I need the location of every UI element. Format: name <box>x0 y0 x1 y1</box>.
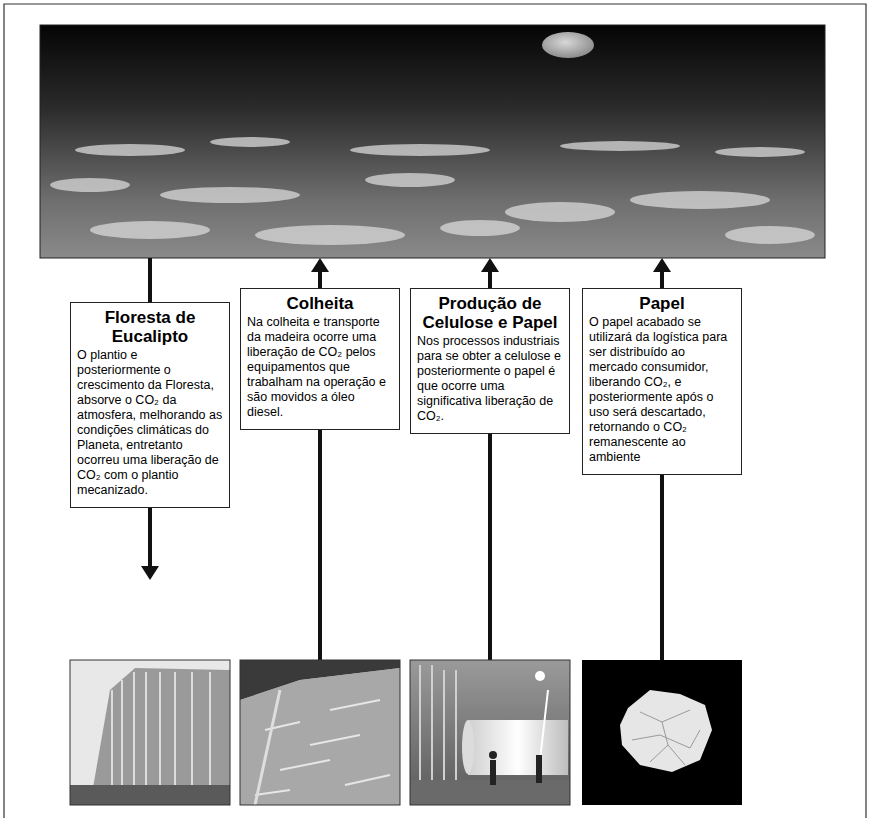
process-box: Floresta de EucaliptoO plantio e posteri… <box>70 302 230 508</box>
crumpled-paper-photo <box>582 660 742 805</box>
box-heading: Produção de Celulose e Papel <box>417 294 563 332</box>
box-heading: Colheita <box>247 294 393 313</box>
box-body: Nos processos industriais para se obter … <box>417 334 563 424</box>
atmosphere-picture <box>40 25 825 258</box>
box-body: Na colheita e transporte da madeira ocor… <box>247 315 393 420</box>
process-box: Papel O papel acabado se utilizará da log… <box>582 288 742 475</box>
process-box: Colheita Na colheita e transporte da made… <box>240 288 400 430</box>
box-body: O papel acabado se utilizará da logístic… <box>589 315 735 465</box>
box-heading: Papel <box>589 294 735 313</box>
box-body: O plantio e posteriormente o crescimento… <box>77 348 223 498</box>
harvest-photo <box>240 660 400 805</box>
forest-photo <box>70 660 230 805</box>
paper-mill-photo <box>410 660 570 805</box>
process-box: Produção de Celulose e PapelNos processo… <box>410 288 570 434</box>
box-heading: Floresta de Eucalipto <box>77 308 223 346</box>
frame <box>4 4 866 818</box>
